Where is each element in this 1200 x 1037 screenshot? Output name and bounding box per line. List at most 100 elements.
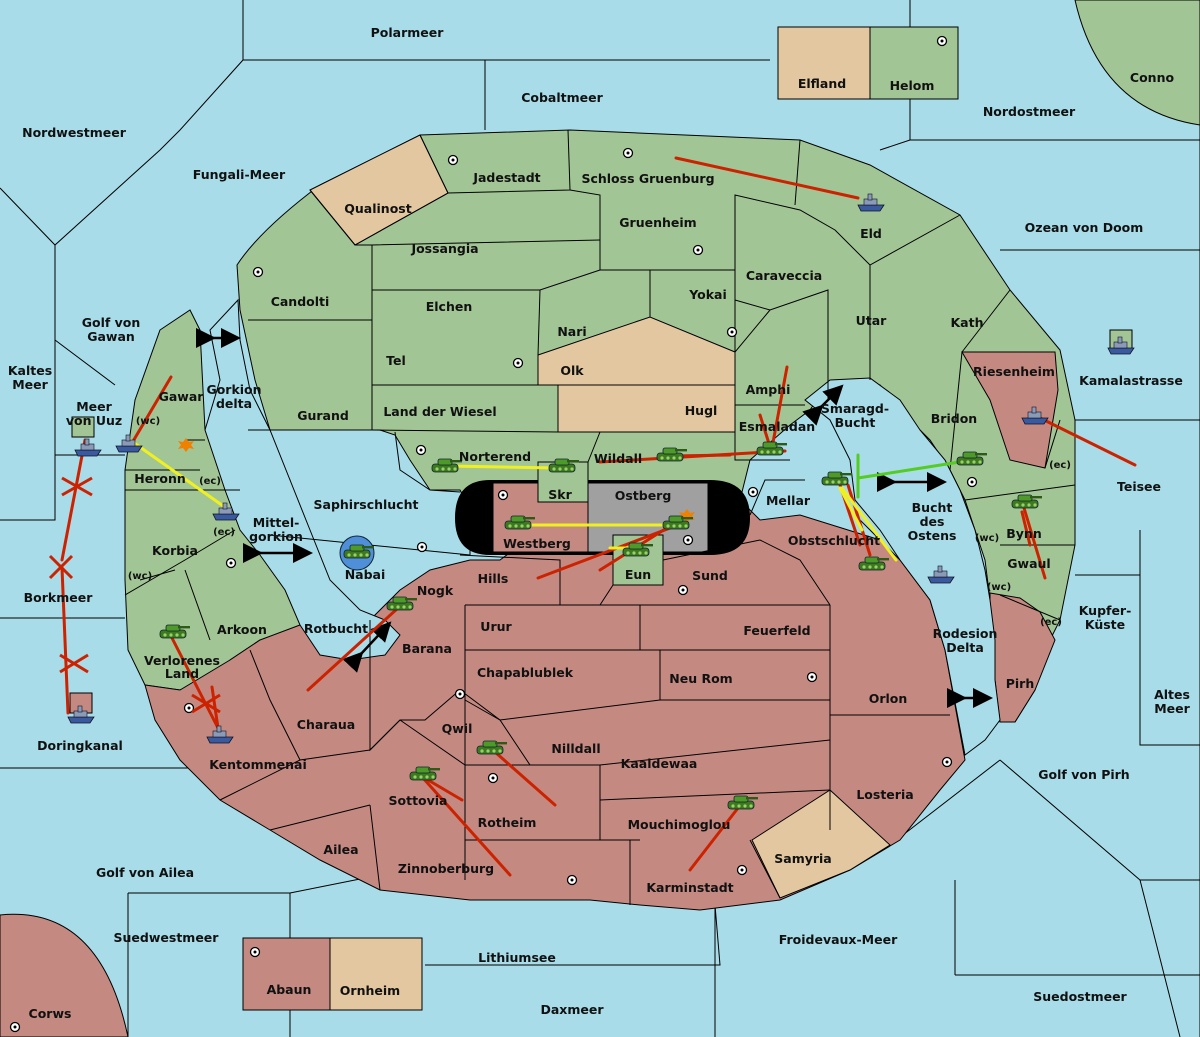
supply-center-icon [806,671,818,683]
label-esmaladan: Esmaladan [739,419,815,434]
label-eun: Eun [625,567,651,582]
label-losteria: Losteria [856,787,913,802]
label-corws: Corws [29,1006,72,1021]
label-bridon: Bridon [931,411,977,426]
label-elchen: Elchen [426,299,473,314]
label-teisee: Teisee [1117,479,1161,494]
sea-labels: Polarmeer Cobaltmeer Nordwestmeer Fungal… [8,25,1191,1017]
label-altes-2: Meer [1154,701,1190,716]
region-conno[interactable] [1074,0,1200,126]
coast-labels: (wc) (ec) (ec) (wc) (ec) (wc) (wc) (ec) [128,416,1071,628]
label-neurom: Neu Rom [669,671,732,686]
label-mellar: Mellar [766,493,811,508]
coast-label: (ec) [213,527,235,538]
label-heronn: Heronn [134,471,186,486]
supply-center-icon [225,557,237,569]
label-helom: Helom [890,78,935,93]
region-uuz-island[interactable] [71,416,95,438]
label-samyria: Samyria [774,851,832,866]
supply-center-icon [512,357,524,369]
label-kentommenai: Kentommenai [209,757,307,772]
label-gawan-1: Golf von [82,315,141,330]
label-uuz-2: von Uuz [66,413,122,428]
label-kaltes-1: Kaltes [8,363,52,378]
label-gruenheim: Gruenheim [619,215,696,230]
label-sottovia: Sottovia [389,793,448,808]
label-rodesion-1: Rodesion [933,626,998,641]
label-hugl: Hugl [685,403,718,418]
land-borders [124,129,1076,905]
label-altes-1: Altes [1154,687,1190,702]
label-kupfer-1: Kupfer- [1079,603,1132,618]
label-rodesion-2: Delta [946,640,984,655]
orders [60,156,1137,877]
supply-center-icon [966,476,978,488]
label-abaun: Abaun [267,982,312,997]
label-elfland: Elfland [798,76,846,91]
label-tel: Tel [386,353,406,368]
label-olk: Olk [560,363,584,378]
label-urur: Urur [480,619,512,634]
label-borkmeer: Borkmeer [24,590,94,605]
label-fungali: Fungali-Meer [193,167,286,182]
label-westberg: Westberg [503,536,571,551]
label-skr: Skr [548,487,572,502]
supply-center-icon [566,874,578,886]
supply-center-icon [454,688,466,700]
label-gawar: Gawar [159,389,205,404]
label-suedwestmeer: Suedwestmeer [114,930,220,945]
label-mouchimoglou: Mouchimoglou [628,817,731,832]
label-arkoon: Arkoon [217,622,267,637]
label-saphirschlucht: Saphirschlucht [314,497,419,512]
supply-center-icon [249,946,261,958]
label-conno: Conno [1130,70,1175,85]
explosion-icon [178,438,695,523]
failed-order-icon [48,476,221,714]
label-gorkion-2: delta [216,396,252,411]
label-yokai: Yokai [688,287,727,302]
label-pirh-golf: Golf von Pirh [1038,767,1129,782]
label-kamalastrasse: Kamalastrasse [1079,373,1183,388]
label-orlon: Orlon [869,691,908,706]
label-charaua: Charaua [297,717,355,732]
supply-center-icon [682,534,694,546]
label-kaaldewaa: Kaaldewaa [621,756,698,771]
supply-center-icon [416,541,428,553]
label-utar: Utar [856,313,888,328]
label-nordwestmeer: Nordwestmeer [22,125,127,140]
label-sund: Sund [692,568,728,583]
label-bucht-2: des [920,514,945,529]
label-jadestadt: Jadestadt [472,170,540,185]
label-caraveccia: Caraveccia [746,268,822,283]
label-zinnoberburg: Zinnoberburg [398,861,494,876]
passage-arrows [196,328,993,708]
region-ornheim[interactable] [329,937,423,1011]
label-nordostmeer: Nordostmeer [983,104,1076,119]
supply-center-icon [183,702,195,714]
label-polarmeer: Polarmeer [371,25,445,40]
region-corws[interactable] [0,913,129,1037]
label-smaragd-1: Smaragd- [821,401,889,416]
label-amphi: Amphi [746,382,791,397]
supply-center-icon [692,244,704,256]
label-chapablublek: Chapablublek [477,665,574,680]
label-nari: Nari [557,324,586,339]
label-qwil: Qwil [442,721,473,736]
label-nabai: Nabai [345,567,386,582]
region-elfland[interactable] [777,26,871,100]
sea-smaragd-bucht[interactable] [804,377,1001,756]
supply-center-icon [9,1021,21,1033]
label-wildall: Wildall [594,451,642,466]
label-ailea: Ailea [323,842,358,857]
label-smaragd-2: Bucht [835,415,876,430]
label-uuz-1: Meer [76,399,112,414]
label-karminstadt: Karminstadt [646,880,733,895]
label-kath: Kath [951,315,984,330]
label-ornheim: Ornheim [340,983,400,998]
label-bucht-3: Ostens [908,528,957,543]
label-ozean: Ozean von Doom [1025,220,1144,235]
label-barana: Barana [402,641,452,656]
label-rotbucht: Rotbucht [304,621,368,636]
label-ailea-golf: Golf von Ailea [96,865,194,880]
label-eld: Eld [860,226,882,241]
